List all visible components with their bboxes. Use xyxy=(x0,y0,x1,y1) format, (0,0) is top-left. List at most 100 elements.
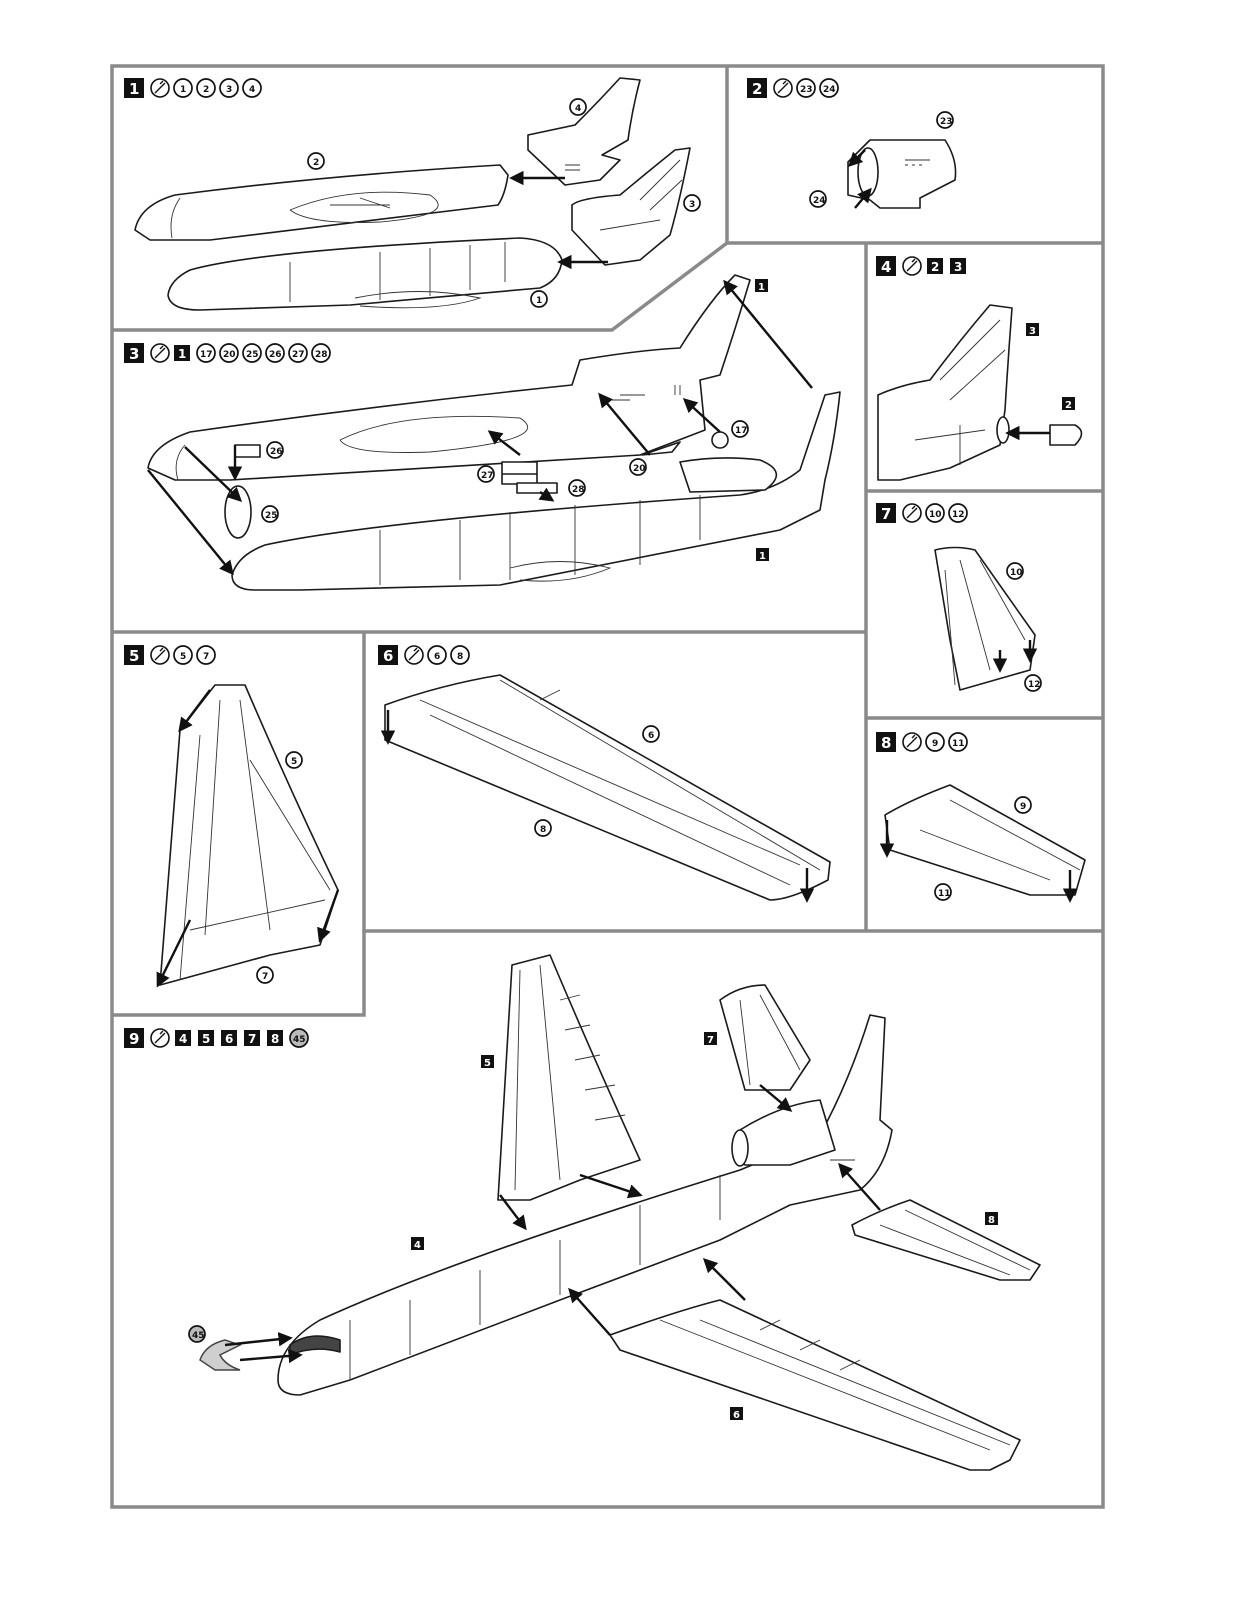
step-9-panel: 9 4 5 6 7 8 45 xyxy=(124,954,1041,1471)
tail-engine-assembled xyxy=(731,1099,836,1167)
subassembly-callout: 1 xyxy=(756,548,769,562)
svg-text:3: 3 xyxy=(226,85,232,95)
fuselage-half-lower xyxy=(167,237,563,311)
part-number: 23 xyxy=(796,78,816,98)
glue-icon xyxy=(150,343,170,363)
callout-3: 3 xyxy=(683,194,701,212)
step-8-panel: 8 9 11 9 11 xyxy=(876,732,1086,903)
svg-text:11: 11 xyxy=(938,889,951,899)
step-number: 4 xyxy=(876,256,896,276)
step-number: 6 xyxy=(378,645,398,665)
svg-text:8: 8 xyxy=(540,825,546,835)
svg-text:6: 6 xyxy=(648,731,654,741)
callout-45: 45 xyxy=(188,1325,206,1343)
callout-25: 25 xyxy=(261,505,279,523)
step-3-header: 3 1 17 20 25 26 27 28 xyxy=(124,343,331,363)
svg-text:23: 23 xyxy=(800,85,813,95)
subassembly-callout: 4 xyxy=(411,1237,424,1251)
subassembly-callout: 5 xyxy=(481,1055,494,1069)
part-number: 25 xyxy=(242,343,262,363)
svg-text:3: 3 xyxy=(129,345,139,363)
part-number: 7 xyxy=(196,645,216,665)
step-2-header: 2 23 24 xyxy=(747,78,839,98)
svg-text:6: 6 xyxy=(225,1032,233,1046)
step-8-header: 8 9 11 xyxy=(876,732,968,752)
svg-text:3: 3 xyxy=(954,260,962,274)
svg-text:28: 28 xyxy=(315,350,328,360)
step-6-panel: 6 6 8 6 8 xyxy=(378,645,831,903)
callout-6: 6 xyxy=(642,725,660,743)
subassembly-callout: 8 xyxy=(985,1212,998,1226)
glue-icon xyxy=(150,645,170,665)
part-number: 12 xyxy=(948,503,968,523)
svg-text:4: 4 xyxy=(179,1032,187,1046)
glue-icon xyxy=(150,78,170,98)
svg-text:1: 1 xyxy=(536,296,542,306)
svg-text:5: 5 xyxy=(180,652,186,662)
svg-text:1: 1 xyxy=(180,85,186,95)
svg-text:25: 25 xyxy=(246,350,259,360)
fuselage-half-upper xyxy=(134,164,509,241)
step-2-panel: 2 23 24 23 24 xyxy=(747,78,957,209)
svg-text:17: 17 xyxy=(735,426,748,436)
tail-engine-half xyxy=(571,147,691,266)
subassembly-number: 3 xyxy=(950,258,966,274)
panel-frames xyxy=(110,64,1105,1509)
callout-10: 10 xyxy=(1006,562,1024,580)
svg-text:1: 1 xyxy=(759,551,766,562)
subassembly-number: 6 xyxy=(221,1030,237,1046)
svg-text:12: 12 xyxy=(952,510,965,520)
tail-half-left xyxy=(527,77,641,186)
svg-text:1: 1 xyxy=(758,282,765,293)
stabilizer-7-installed xyxy=(719,984,811,1091)
part-number: 2 xyxy=(196,78,216,98)
callout-8: 8 xyxy=(534,819,552,837)
svg-text:3: 3 xyxy=(1029,326,1036,337)
subassembly-number: 7 xyxy=(244,1030,260,1046)
wing-right-halves xyxy=(384,674,831,901)
part-number: 45 xyxy=(289,1028,309,1048)
subassembly-callout: 2 xyxy=(1062,397,1075,411)
step-6-header: 6 6 8 xyxy=(378,645,470,665)
part-number: 6 xyxy=(427,645,447,665)
fuselage-open-half xyxy=(147,274,751,481)
step-5-panel: 5 5 7 5 7 xyxy=(124,645,340,988)
svg-text:9: 9 xyxy=(129,1030,139,1048)
part-20 xyxy=(641,441,681,456)
part-number: 24 xyxy=(819,78,839,98)
part-17 xyxy=(711,431,729,449)
svg-text:6: 6 xyxy=(383,647,393,665)
step-9-header: 9 4 5 6 7 8 45 xyxy=(124,1028,309,1048)
part-28 xyxy=(516,482,558,494)
svg-text:8: 8 xyxy=(988,1215,995,1226)
step-1-header: 1 1 2 3 4 xyxy=(124,78,262,98)
engine-part-2 xyxy=(1049,424,1083,446)
stabilizer-right-halves xyxy=(884,784,1086,896)
part-number: 9 xyxy=(925,732,945,752)
svg-text:24: 24 xyxy=(813,196,826,206)
subassembly-number: 2 xyxy=(927,258,943,274)
svg-text:25: 25 xyxy=(265,511,278,521)
part-number: 3 xyxy=(219,78,239,98)
step-7-header: 7 10 12 xyxy=(876,503,968,523)
svg-text:4: 4 xyxy=(881,258,891,276)
step-3-panel: 3 1 17 20 25 26 27 28 xyxy=(124,274,841,591)
svg-text:23: 23 xyxy=(940,117,953,127)
svg-text:26: 26 xyxy=(269,350,282,360)
svg-text:7: 7 xyxy=(707,1035,714,1046)
svg-text:7: 7 xyxy=(881,505,891,523)
glue-icon xyxy=(773,78,793,98)
svg-text:17: 17 xyxy=(200,350,213,360)
callout-20: 20 xyxy=(629,458,647,476)
svg-text:4: 4 xyxy=(575,104,581,114)
fuselage-closed xyxy=(231,391,841,591)
step-5-header: 5 5 7 xyxy=(124,645,216,665)
part-number: 28 xyxy=(311,343,331,363)
step-1-panel: 1 1 2 3 4 4 2 3 1 xyxy=(124,77,701,311)
wing-5-installed xyxy=(497,954,641,1201)
glue-icon xyxy=(902,732,922,752)
part-number: 17 xyxy=(196,343,216,363)
svg-text:9: 9 xyxy=(932,739,938,749)
svg-text:2: 2 xyxy=(203,85,209,95)
